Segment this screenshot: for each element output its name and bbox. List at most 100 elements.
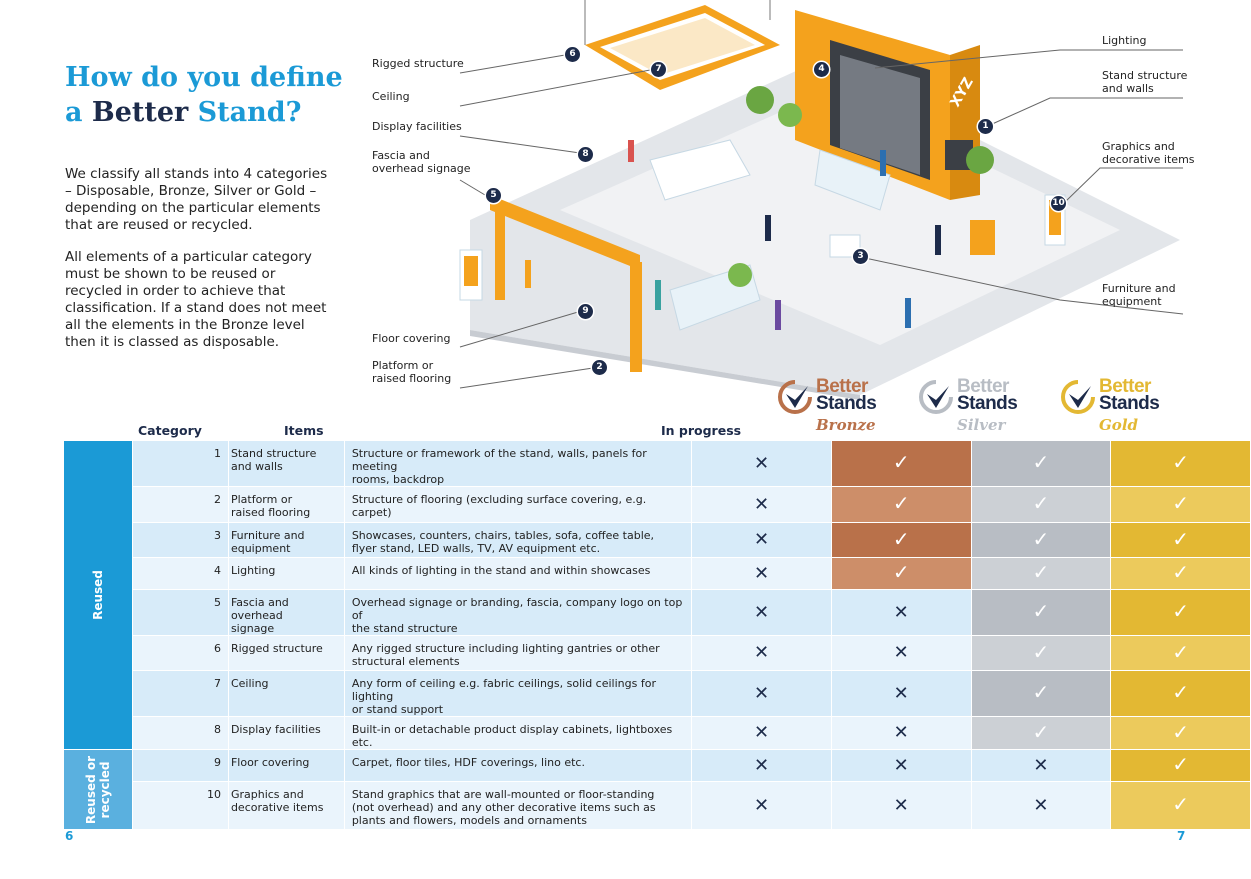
header-items: Items — [284, 423, 324, 438]
gold-cell: ✓ — [1110, 635, 1251, 671]
gold-cell: ✓ — [1110, 749, 1251, 782]
row-number: 10 — [132, 781, 229, 830]
check-icon: ✓ — [1172, 526, 1189, 551]
row-category: Display facilities — [228, 716, 345, 750]
marker-5: 5 — [486, 188, 501, 203]
cross-icon: ✕ — [753, 722, 770, 743]
in-progress-cell: ✕ — [691, 749, 832, 782]
row-category: Ceiling — [228, 670, 345, 717]
page-title: How do you define a Better Stand? — [65, 60, 343, 130]
in-progress-cell: ✕ — [691, 781, 832, 830]
marker-3: 3 — [853, 249, 868, 264]
check-icon: ✓ — [892, 560, 910, 584]
intro-paragraph: We classify all stands into 4 categories… — [65, 166, 328, 233]
page-number-right: 7 — [1177, 829, 1186, 843]
check-icon: ✓ — [1172, 719, 1189, 744]
header-category: Category — [138, 423, 202, 438]
bronze-cell: ✕ — [831, 635, 972, 671]
in-progress-cell: ✕ — [691, 670, 832, 717]
row-number: 3 — [132, 522, 229, 558]
marker-10: 10 — [1051, 196, 1066, 211]
row-items: Any form of ceiling e.g. fabric ceilings… — [344, 670, 693, 717]
row-items: Showcases, counters, chairs, tables, sof… — [344, 522, 693, 558]
cross-icon: ✕ — [753, 452, 770, 474]
check-icon: ✓ — [1032, 560, 1050, 584]
callout-rigged-structure: Rigged structure — [372, 57, 464, 70]
row-items: Carpet, floor tiles, HDF coverings, lino… — [344, 749, 693, 782]
cross-icon: ✕ — [1033, 754, 1049, 776]
gold-cell: ✓ — [1110, 589, 1251, 636]
marker-1: 1 — [978, 119, 993, 134]
in-progress-cell: ✕ — [691, 441, 832, 487]
gold-cell: ✓ — [1110, 716, 1251, 750]
row-number: 7 — [132, 670, 229, 717]
page-number-left: 6 — [65, 829, 74, 843]
marker-7: 7 — [651, 62, 666, 77]
check-icon: ✓ — [1032, 639, 1050, 664]
silver-cell: ✓ — [971, 441, 1112, 487]
check-icon: ✓ — [1172, 450, 1189, 474]
cross-icon: ✕ — [893, 722, 909, 743]
cross-icon: ✕ — [753, 642, 770, 663]
silver-cell: ✓ — [971, 486, 1112, 523]
marker-8: 8 — [578, 147, 593, 162]
cross-icon: ✕ — [1033, 794, 1049, 816]
bronze-badge-icon — [778, 380, 812, 414]
check-icon: ✓ — [1172, 752, 1189, 776]
stand-illustration: XYZ — [459, 0, 1184, 400]
cross-icon: ✕ — [893, 754, 909, 776]
in-progress-cell: ✕ — [691, 486, 832, 523]
check-icon: ✓ — [1172, 680, 1189, 704]
check-icon: ✓ — [1172, 491, 1189, 515]
silver-cell: ✓ — [971, 589, 1112, 636]
cross-icon: ✕ — [753, 601, 770, 623]
cross-icon: ✕ — [753, 794, 770, 816]
check-icon: ✓ — [1032, 450, 1050, 474]
gold-cell: ✓ — [1110, 441, 1251, 487]
marker-4: 4 — [814, 62, 829, 77]
row-items: Structure or framework of the stand, wal… — [344, 441, 693, 487]
marker-9: 9 — [578, 304, 593, 319]
row-items: Stand graphics that are wall-mounted or … — [344, 781, 693, 830]
row-items: Structure of flooring (excluding surface… — [344, 486, 693, 523]
silver-badge-icon — [919, 380, 953, 414]
gold-cell: ✓ — [1110, 486, 1251, 523]
silver-cell: ✓ — [971, 635, 1112, 671]
gold-cell: ✓ — [1110, 781, 1251, 830]
title-line-1: How do you define — [65, 62, 343, 93]
row-number: 5 — [132, 589, 229, 636]
check-icon: ✓ — [892, 491, 910, 515]
check-icon: ✓ — [1032, 719, 1050, 744]
bronze-cell: ✓ — [831, 522, 972, 558]
row-number: 4 — [132, 557, 229, 590]
gold-badge-icon — [1061, 380, 1095, 414]
row-items: All kinds of lighting in the stand and w… — [344, 557, 693, 590]
bronze-cell: ✓ — [831, 557, 972, 590]
row-items: Overhead signage or branding, fascia, co… — [344, 589, 693, 636]
cross-icon: ✕ — [893, 794, 909, 816]
row-number: 1 — [132, 441, 229, 487]
row-number: 2 — [132, 486, 229, 523]
silver-cell: ✓ — [971, 670, 1112, 717]
check-icon: ✓ — [1172, 599, 1189, 623]
silver-cell: ✕ — [971, 749, 1112, 782]
row-number: 9 — [132, 749, 229, 782]
row-items: Built-in or detachable product display c… — [344, 716, 693, 750]
cross-icon: ✕ — [753, 682, 770, 704]
bronze-cell: ✕ — [831, 749, 972, 782]
check-icon: ✓ — [1032, 599, 1050, 623]
check-icon: ✓ — [1032, 680, 1050, 704]
in-progress-cell: ✕ — [691, 589, 832, 636]
